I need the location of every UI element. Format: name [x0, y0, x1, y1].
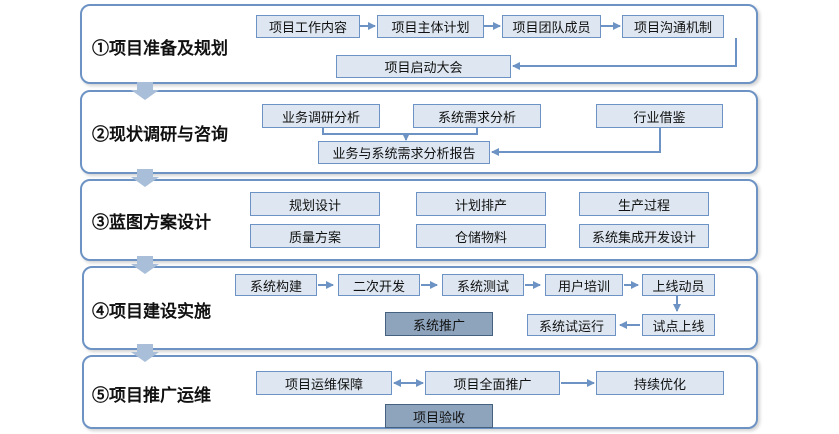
box-project-acceptance: 项目验收 — [385, 404, 493, 428]
box-system-integration: 系统集成开发设计 — [579, 224, 709, 248]
stage-1-title: ①项目准备及规划 — [92, 39, 228, 59]
box-secondary-development: 二次开发 — [338, 274, 420, 296]
stage-transition-arrow — [131, 169, 159, 187]
stage-transition-arrow — [131, 82, 159, 100]
box-full-rollout: 项目全面推广 — [425, 371, 560, 395]
box-scheduling: 计划排产 — [416, 192, 546, 216]
stage-transition-arrow — [131, 256, 159, 274]
box-project-maintenance: 项目运维保障 — [256, 371, 392, 395]
box-project-work-content: 项目工作内容 — [256, 15, 360, 38]
box-production-process: 生产过程 — [579, 192, 709, 216]
box-project-communication: 项目沟通机制 — [622, 15, 724, 38]
stage-2-title: ②现状调研与咨询 — [92, 125, 228, 145]
box-industry-reference: 行业借鉴 — [596, 104, 723, 128]
stage-5-title: ⑤项目推广运维 — [92, 386, 211, 406]
stage-transition-arrow — [131, 344, 159, 362]
box-quality-plan: 质量方案 — [250, 224, 380, 248]
box-system-build: 系统构建 — [235, 274, 317, 296]
box-warehouse-materials: 仓储物料 — [416, 224, 546, 248]
box-project-kickoff: 项目启动大会 — [336, 55, 511, 78]
box-system-promotion: 系统推广 — [385, 312, 493, 336]
box-user-training: 用户培训 — [545, 274, 623, 296]
box-system-testing: 系统测试 — [442, 274, 524, 296]
box-continuous-optimization: 持续优化 — [596, 371, 724, 395]
box-golive-mobilization: 上线动员 — [642, 274, 715, 296]
box-project-master-plan: 项目主体计划 — [377, 15, 484, 38]
box-project-team-members: 项目团队成员 — [502, 15, 601, 38]
box-system-trial-run: 系统试运行 — [527, 314, 616, 336]
box-planning-design: 规划设计 — [250, 192, 380, 216]
stage-3-title: ③蓝图方案设计 — [92, 213, 211, 233]
stage-4-title: ④项目建设实施 — [92, 302, 211, 322]
box-business-research: 业务调研分析 — [262, 104, 380, 128]
box-system-requirements: 系统需求分析 — [413, 104, 541, 128]
box-pilot-golive: 试点上线 — [642, 314, 715, 336]
box-requirements-report: 业务与系统需求分析报告 — [318, 141, 490, 164]
